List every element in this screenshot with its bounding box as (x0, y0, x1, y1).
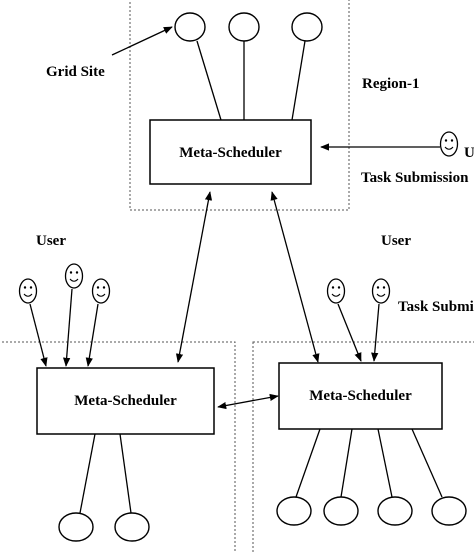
region-1-boundary (129, 0, 350, 211)
user-arrow-left-2 (63, 288, 73, 367)
site-link-top-3 (291, 40, 306, 121)
grid-site-right-1 (276, 496, 312, 526)
link-top-to-left (175, 191, 213, 363)
meta-scheduler-top-label: Meta-Scheduler (179, 145, 282, 161)
grid-site-right-4 (431, 496, 467, 526)
meta-scheduler-top (149, 119, 312, 185)
site-link-right-3 (377, 428, 393, 498)
meta-scheduler-bottom-right (278, 362, 443, 430)
grid-site-left-1 (58, 512, 94, 542)
user-arrow-left-1 (29, 303, 48, 367)
task-submission-label-right: Task Submissi (398, 299, 474, 315)
user-icon-left-3 (91, 278, 111, 304)
link-top-to-right (270, 191, 320, 363)
site-link-right-2 (340, 428, 353, 498)
site-link-right-1 (295, 428, 321, 498)
user-arrow-right-2 (371, 303, 380, 362)
site-link-left-2 (119, 433, 132, 514)
task-submission-label-top: Task Submission (361, 170, 469, 186)
user-label-right: User (381, 233, 411, 249)
grid-site-left-2 (114, 512, 150, 542)
region-1-label: Region-1 (362, 76, 420, 92)
meta-scheduler-bottom-left-label: Meta-Scheduler (74, 393, 177, 409)
site-link-right-4 (411, 428, 443, 498)
user-icon-left-2 (64, 263, 84, 289)
region-right-boundary (252, 341, 474, 552)
grid-site-top-1 (174, 12, 206, 42)
site-link-top-1 (196, 40, 222, 121)
user-icon-right-2 (371, 278, 391, 304)
meta-scheduler-bottom-right-label: Meta-Scheduler (309, 388, 412, 404)
grid-site-top-2 (228, 12, 260, 42)
grid-site-top-3 (291, 12, 323, 42)
user-label-top-right: U (464, 145, 474, 161)
grid-site-right-3 (377, 496, 413, 526)
grid-site-pointer-arrow (111, 26, 173, 56)
grid-site-label: Grid Site (46, 64, 105, 80)
user-icon-left-1 (18, 278, 38, 304)
site-link-left-1 (79, 433, 96, 514)
user-arrow-right-1 (337, 303, 362, 362)
user-icon-right-1 (326, 278, 346, 304)
grid-site-right-2 (323, 496, 359, 526)
user-arrow-left-3 (85, 303, 99, 367)
user-icon-top-right (439, 131, 459, 157)
user-label-left: User (36, 233, 66, 249)
meta-scheduler-bottom-left (36, 367, 215, 435)
link-left-to-right (217, 393, 279, 410)
